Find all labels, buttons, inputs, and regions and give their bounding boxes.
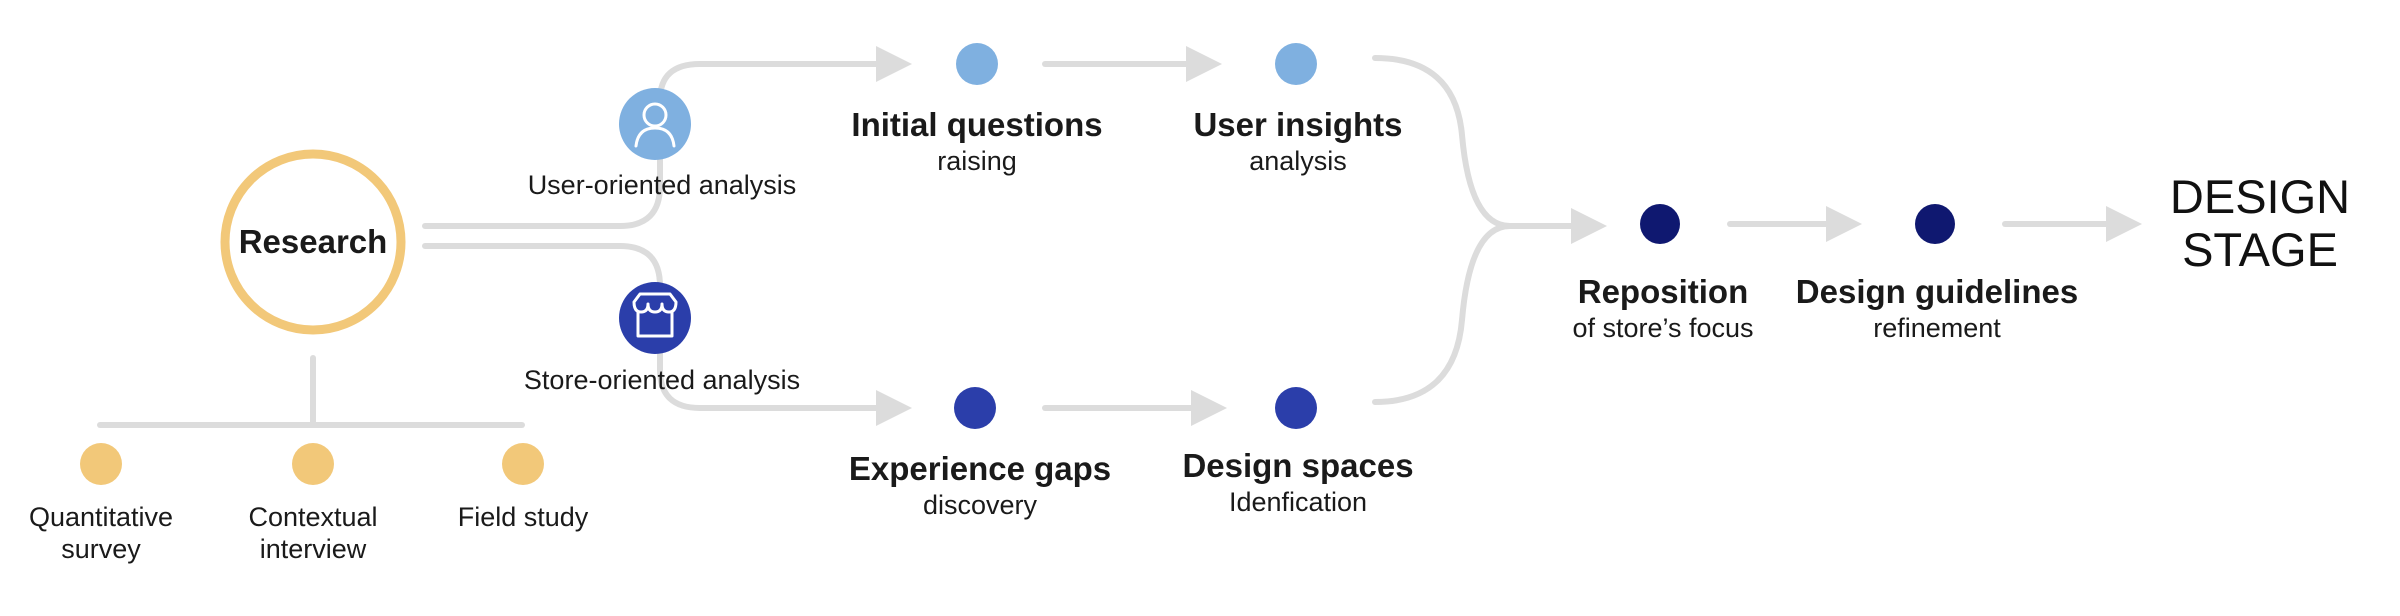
- arrowhead-final: [2106, 206, 2142, 242]
- step-initial-questions-subtitle: raising: [937, 146, 1017, 176]
- step-design-guidelines-title: Design guidelines: [1795, 273, 2079, 310]
- store-merge-line: [1372, 223, 1513, 405]
- step-reposition-subtitle: of store’s focus: [1572, 313, 1754, 343]
- arrowhead-merge: [1571, 208, 1607, 244]
- step-user-insights-subtitle: analysis: [1249, 146, 1347, 176]
- user-merge-line: [1372, 55, 1578, 229]
- method-dot-quantitative: [80, 443, 122, 485]
- design-stage-label: DESIGN STAGE: [2169, 170, 2351, 276]
- method-label-contextual-line: Contextual interview: [248, 502, 378, 564]
- step-user-insights: User insights analysis: [1193, 105, 1402, 178]
- method-label-quantitative: Quantitative survey: [29, 501, 173, 565]
- arrowhead-store-1: [876, 390, 912, 426]
- step-initial-questions: Initial questions raising: [851, 105, 1102, 178]
- step-dot-reposition: [1640, 204, 1680, 244]
- method-label-quantitative-line: Quantitative survey: [28, 502, 174, 564]
- step-experience-gaps-subtitle: discovery: [922, 490, 1038, 520]
- step-experience-gaps-title: Experience gaps: [848, 450, 1112, 487]
- user-branch-label: User-oriented analysis: [527, 170, 797, 200]
- method-dot-field: [502, 443, 544, 485]
- step-dot-user-insights: [1275, 43, 1317, 85]
- method-label-contextual: Contextual interview: [248, 501, 377, 565]
- arrowhead-user-1: [876, 46, 912, 82]
- step-design-guidelines: Design guidelines refinement: [1796, 272, 2078, 345]
- step-dot-initial-questions: [956, 43, 998, 85]
- method-dot-contextual: [292, 443, 334, 485]
- research-circle: [220, 149, 406, 335]
- store-icon: [619, 282, 691, 354]
- step-design-spaces-subtitle: Idenfication: [1228, 487, 1368, 517]
- step-initial-questions-title: Initial questions: [851, 106, 1103, 143]
- step-experience-gaps: Experience gaps discovery: [849, 449, 1111, 522]
- step-dot-design-guidelines: [1915, 204, 1955, 244]
- step-user-insights-title: User insights: [1193, 106, 1403, 143]
- step-reposition-title: Reposition: [1577, 273, 1749, 310]
- arrowhead-user-2: [1186, 46, 1222, 82]
- step-dot-design-spaces: [1275, 387, 1317, 429]
- arrowhead-guidelines: [1826, 206, 1862, 242]
- store-branch-label: Store-oriented analysis: [523, 365, 801, 395]
- user-icon: [619, 88, 691, 160]
- step-design-spaces-title: Design spaces: [1182, 447, 1414, 484]
- step-design-guidelines-subtitle: refinement: [1873, 313, 2001, 343]
- arrowhead-store-2: [1191, 390, 1227, 426]
- step-dot-experience-gaps: [954, 387, 996, 429]
- research-title: Research: [238, 223, 388, 260]
- step-reposition: Reposition of store’s focus: [1572, 272, 1753, 345]
- method-label-field: Field study: [457, 502, 589, 532]
- step-design-spaces: Design spaces Idenfication: [1182, 446, 1413, 519]
